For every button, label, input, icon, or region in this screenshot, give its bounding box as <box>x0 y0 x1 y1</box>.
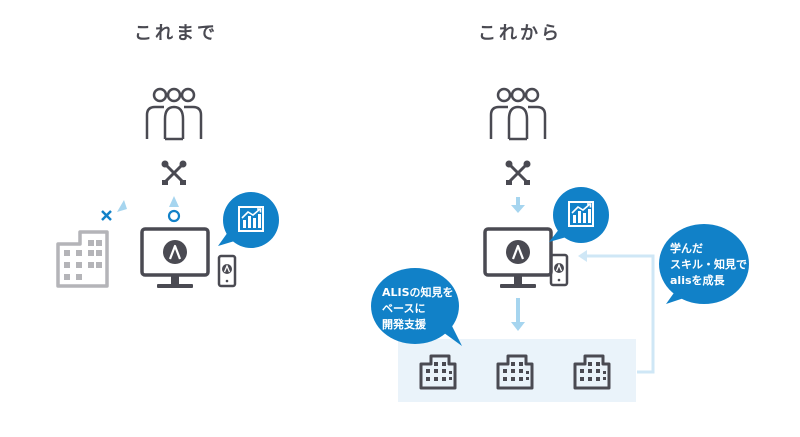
phone-icon-before <box>217 254 237 288</box>
base-support-bubble <box>371 268 462 346</box>
arrow-monitor-to-buildings-head <box>511 322 525 331</box>
base-support-line-3: 開発支援 <box>382 318 426 331</box>
people-icon-after <box>489 87 547 141</box>
base-support-line-1: ALISの知見を <box>382 286 454 299</box>
gray-building-icon <box>56 230 109 288</box>
learned-skill-bubble <box>659 224 749 304</box>
feedback-loop-arrow <box>586 254 655 374</box>
feedback-loop-arrow-head <box>578 250 587 262</box>
learned-skill-line-1: 学んだ <box>670 242 703 255</box>
learned-skill-line-3: alisを成長 <box>670 274 725 287</box>
arrow-tools-to-monitor-head <box>511 205 525 213</box>
chart-bubble-before <box>218 192 279 248</box>
learned-skill-text: 学んだ スキル・知見で alisを成長 <box>670 241 747 289</box>
monitor-icon-after <box>483 227 553 290</box>
tools-icon-before <box>160 159 188 187</box>
after-heading: これから <box>478 23 562 44</box>
blocked-route-arrow <box>167 196 181 223</box>
monitor-icon-before <box>140 227 210 290</box>
failed-route-arrow <box>101 200 127 221</box>
chart-bubble-after <box>549 187 609 243</box>
tools-icon-after <box>504 159 532 187</box>
before-heading: これまで <box>134 23 218 44</box>
phone-icon-after <box>549 253 569 287</box>
base-support-line-2: ベースに <box>382 302 426 315</box>
people-icon-before <box>145 87 203 141</box>
learned-skill-line-2: スキル・知見で <box>670 258 747 271</box>
base-support-text: ALISの知見を ベースに 開発支援 <box>382 285 454 333</box>
client-buildings-panel <box>398 339 636 402</box>
